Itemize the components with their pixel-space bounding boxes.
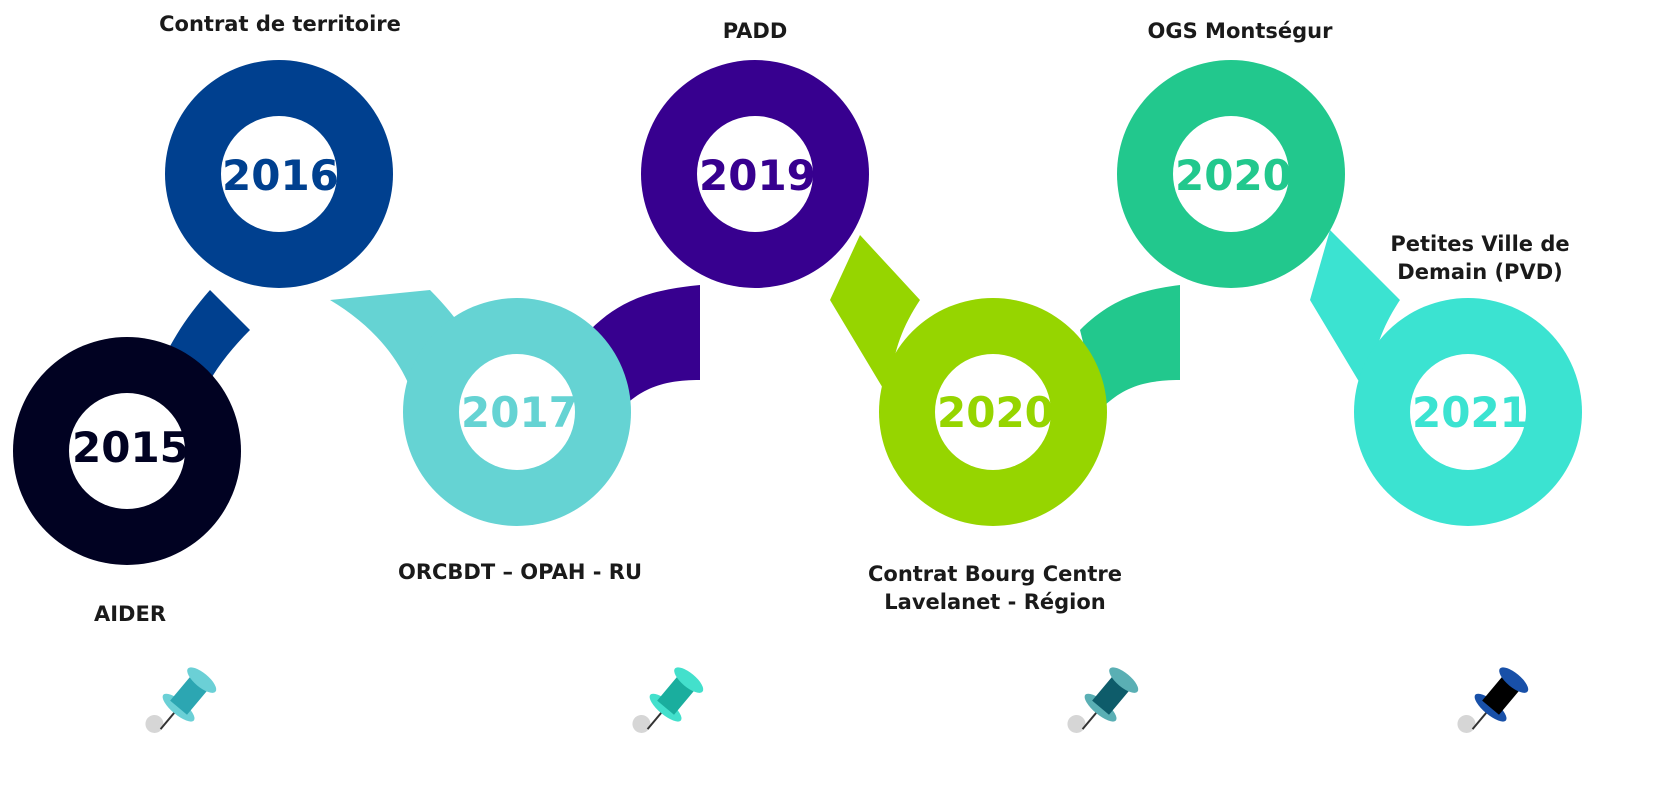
label-contrat-territoire: Contrat de territoire [159, 12, 401, 36]
pin-petrol-icon [1067, 667, 1139, 733]
circle-2016-center [221, 116, 337, 232]
circle-2015-center [69, 393, 185, 509]
year-2017: 2017 [461, 388, 578, 437]
pin-turquoise-icon [632, 667, 704, 733]
year-2016: 2016 [222, 151, 339, 200]
circle-2019 [641, 60, 869, 288]
label-pvd-line1: Petites Ville de [1390, 232, 1570, 256]
label-ogs-montsegur: OGS Montségur [1147, 19, 1333, 43]
circle-2020-ogs-center [1173, 116, 1289, 232]
circle-2015 [13, 337, 241, 565]
circle-2019-center [697, 116, 813, 232]
year-2019: 2019 [699, 151, 816, 200]
year-circles [13, 60, 1582, 565]
label-pvd-line2: Demain (PVD) [1397, 260, 1563, 284]
year-2021: 2021 [1412, 388, 1529, 437]
circle-2020-contrat-center [935, 354, 1051, 470]
pin-navy-icon [1457, 667, 1529, 733]
connector-2020b-2021 [1310, 230, 1400, 400]
year-2020-ogs: 2020 [1175, 151, 1292, 200]
circle-2020-contrat [879, 298, 1107, 526]
label-contrat-bourg-centre: Contrat Bourg Centre Lavelanet - Région [850, 560, 1140, 616]
connector-2020a-2020b [1080, 285, 1180, 410]
label-contrat-bourg-centre-line1: Contrat Bourg Centre [867, 562, 1123, 586]
label-orcbdt: ORCBDT – OPAH - RU [397, 560, 643, 584]
circle-2016 [165, 60, 393, 288]
circle-2020-ogs [1117, 60, 1345, 288]
label-padd: PADD [722, 19, 788, 43]
pin-teal-icon [145, 667, 217, 733]
label-contrat-bourg-centre-line2: Lavelanet - Région [884, 590, 1106, 614]
label-aider: AIDER [93, 602, 166, 626]
circle-2021 [1354, 298, 1582, 526]
pushpins [145, 667, 1529, 733]
connector-2019-2020a [830, 235, 920, 400]
circle-2017 [403, 298, 631, 526]
label-pvd: Petites Ville de Demain (PVD) [1380, 230, 1580, 286]
circle-2017-center [459, 354, 575, 470]
year-2020-contrat: 2020 [937, 388, 1054, 437]
circle-2021-center [1410, 354, 1526, 470]
year-2015: 2015 [72, 423, 189, 472]
